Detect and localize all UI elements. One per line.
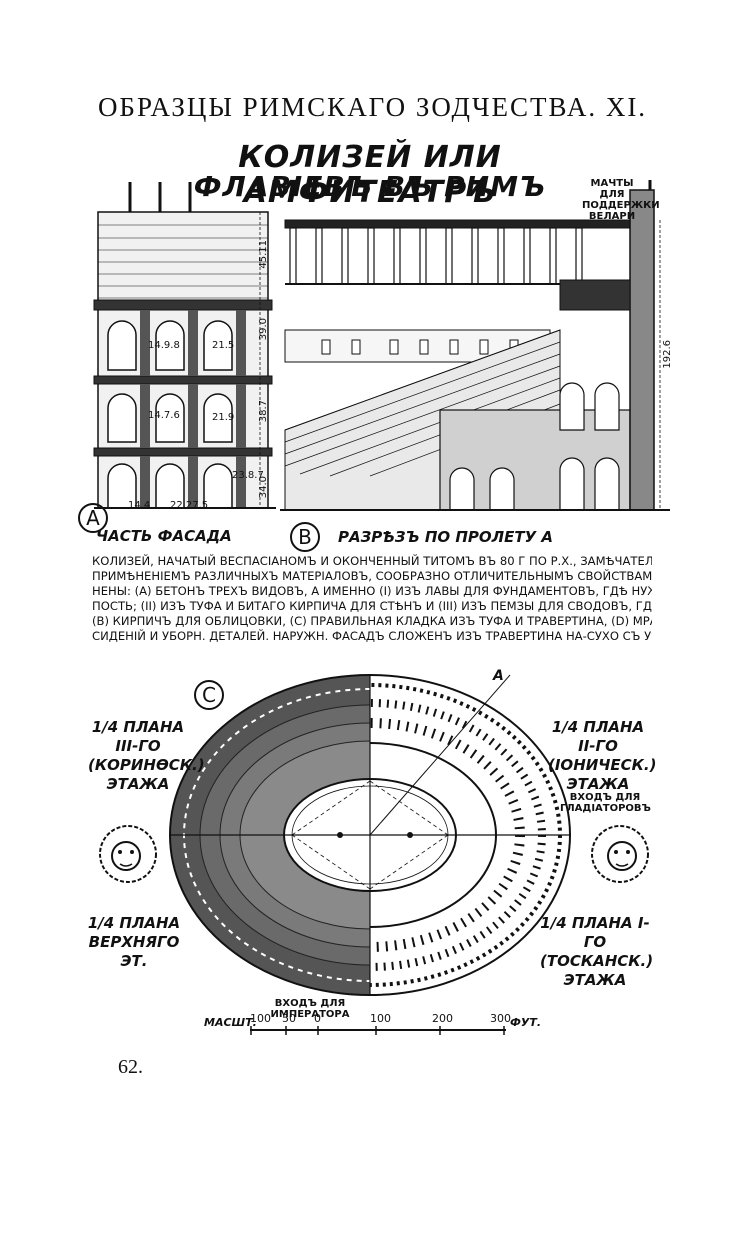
scale-bar (250, 1026, 506, 1035)
dim-bay-2: 14.7.6 (148, 410, 180, 421)
label-masts: МАЧТЫ ДЛЯ ПОДДЕРЖКИ ВЕЛАРИ (582, 178, 660, 222)
dim-arch-3: 21.5 (212, 340, 235, 351)
label-facade: ЧАСТЬ ФАСАДА (96, 527, 232, 545)
scale-tick: 100 (250, 1012, 271, 1025)
title-line-1: КОЛИЗЕЙ ИЛИ АМФИТЕАТРЪ (238, 140, 502, 210)
scale-tick: 300 (490, 1012, 511, 1025)
page-number: 62. (118, 1056, 143, 1078)
label-plan-ii: 1/4 ПЛАНА II-ГО (ІОНИЧЕСК.) ЭТАЖА (548, 718, 657, 793)
dim-total-height: 192.6 (662, 340, 673, 369)
dim-arch-1: 23.8.7 (232, 470, 264, 481)
scale-tick: 100 (370, 1012, 391, 1025)
dim-bay-1: 22.27.5 (170, 500, 209, 511)
scale-tick: 50 (282, 1012, 296, 1025)
plan-drawing (169, 674, 571, 996)
caption-line: (B) КИРПИЧЪ ДЛЯ ОБЛИЦОВКИ, (C) ПРАВИЛЬНА… (92, 614, 652, 628)
marker-c: С (194, 680, 224, 710)
dim-arch-2: 21.9 (212, 412, 235, 423)
dim-storey-4: 45.11 (258, 240, 269, 269)
caption-text: КОЛИЗЕЙ, НАЧАТЫЙ ВЕСПАСІАНОМЪ И ОКОНЧЕНН… (92, 554, 652, 644)
page-header: ОБРАЗЦЫ РИМСКАГО ЗОДЧЕСТВА. XI. (97, 92, 648, 122)
lion-head-left-icon (99, 825, 157, 883)
marker-a-plan: А (493, 668, 504, 684)
title-line-2: ФЛАВІЕВЪ ВЪ РИМЪ (193, 170, 547, 203)
caption-line: СИДЕНІЙ И УБОРН. ДЕТАЛЕЙ. НАРУЖН. ФАСАДЪ… (92, 629, 652, 643)
facade-drawing (93, 182, 276, 509)
dim-storey-2: 38.7 (258, 400, 269, 423)
label-plan-iii: 1/4 ПЛАНА III-ГО (КОРИНѲСК.) ЭТАЖА (88, 718, 205, 793)
marker-b: В (290, 522, 320, 552)
elevation-section-drawing (93, 180, 670, 511)
section-drawing (280, 180, 670, 511)
scale-unit: ФУТ. (510, 1016, 542, 1029)
dim-bay-3: 14.9.8 (148, 340, 180, 351)
label-plan-i: 1/4 ПЛАНА I-ГО (ТОСКАНСК.) ЭТАЖА (540, 914, 654, 989)
scale-tick: 0 (314, 1012, 321, 1025)
scale-prefix: МАСШТ. (204, 1016, 257, 1029)
caption-line: КОЛИЗЕЙ, НАЧАТЫЙ ВЕСПАСІАНОМЪ И ОКОНЧЕНН… (92, 554, 652, 568)
label-entry-emperor: ВХОДЪ ДЛЯ ИМПЕРАТОРА (270, 998, 350, 1020)
label-section: РАЗРѢЗЪ ПО ПРОЛЕТУ А (338, 528, 553, 546)
caption-line: ПОСТЬ; (II) ИЗЪ ТУФА И БИТАГО КИРПИЧА ДЛ… (92, 599, 652, 613)
caption-line: ПРИМѢНЕНІЕМЪ РАЗЛИЧНЫХЪ МАТЕРІАЛОВЪ, СОО… (92, 569, 652, 583)
label-entry-gladiators: ВХОДЪ ДЛЯ ГЛАДІАТОРОВЪ (560, 792, 651, 814)
lion-head-right-icon (591, 825, 649, 883)
caption-line: НЕНЫ: (А) БЕТОНЪ ТРЕХЪ ВИДОВЪ, А ИМЕННО … (92, 584, 652, 598)
dim-pier: 14.4 (128, 500, 151, 511)
marker-a: А (78, 503, 108, 533)
dim-storey-3: 39.0 (258, 318, 269, 341)
scale-tick: 200 (432, 1012, 453, 1025)
label-plan-top: 1/4 ПЛАНА ВЕРХНЯГО ЭТ. (87, 914, 181, 970)
